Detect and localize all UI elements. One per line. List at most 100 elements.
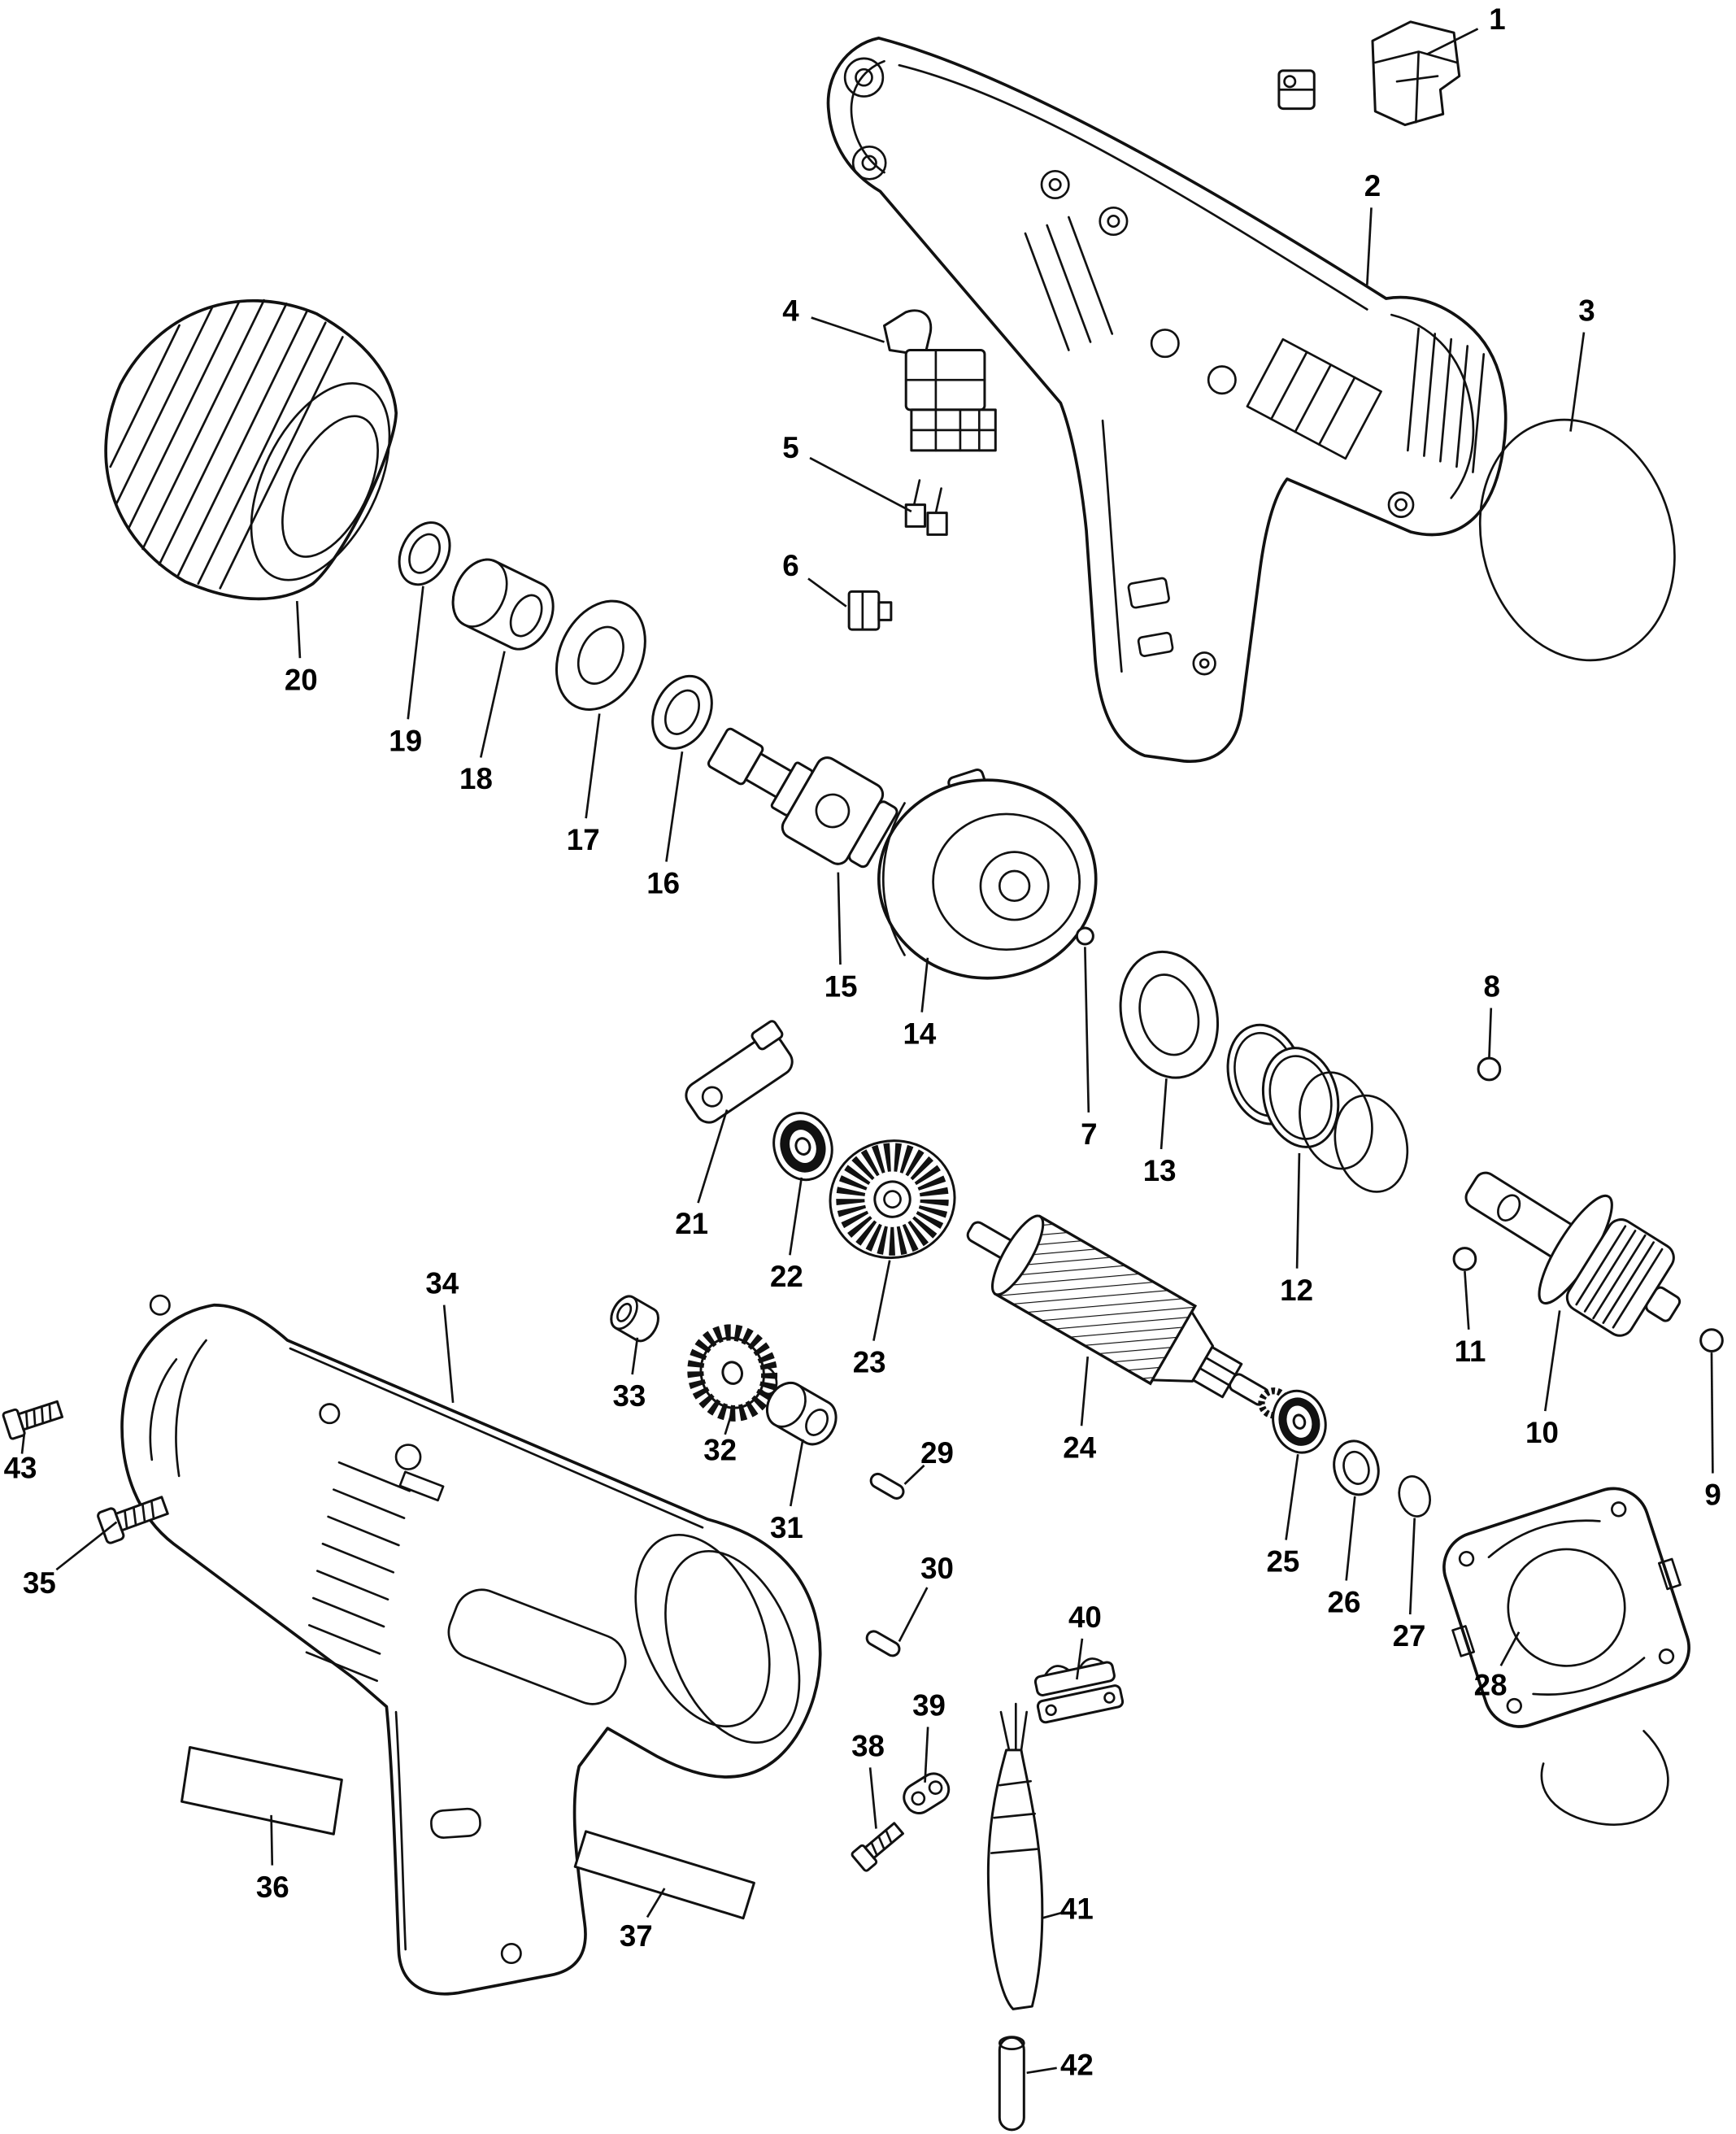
part-42-cord [998, 2036, 1025, 2132]
part-label-7: 7 [1081, 1117, 1097, 1151]
leader-line-13 [1160, 1078, 1168, 1150]
part-17-washer [555, 599, 646, 711]
part-label-1: 1 [1489, 2, 1505, 36]
labels-layer: 1234567891011121314151617181920212223242… [4, 2, 1721, 2081]
leader-line-31 [789, 1439, 804, 1507]
part-1-switch-block [1277, 20, 1461, 127]
leader-line-37 [646, 1888, 666, 1918]
part-23-fan [829, 1139, 956, 1260]
part-label-9: 9 [1704, 1479, 1721, 1512]
leader-line-40 [1076, 1638, 1084, 1680]
leader-line-10 [1543, 1310, 1561, 1412]
leader-line-12 [1295, 1152, 1301, 1269]
part-label-6: 6 [782, 549, 798, 582]
part-14-hammer-case [877, 768, 1098, 980]
part-27-ring [1398, 1475, 1431, 1518]
part-label-36: 36 [256, 1871, 289, 1904]
part-37-label [573, 1830, 755, 1920]
part-3-gasket-ring [1478, 418, 1676, 662]
part-13-washer [1119, 950, 1220, 1079]
leader-line-21 [697, 1109, 729, 1204]
leader-line-38 [868, 1767, 877, 1829]
part-18-spacer [451, 558, 555, 651]
part-label-37: 37 [620, 1919, 653, 1953]
part-label-40: 40 [1068, 1600, 1102, 1634]
part-28-field-stator [1442, 1487, 1690, 1826]
part-label-14: 14 [903, 1017, 936, 1051]
part-26-washer [1333, 1439, 1380, 1496]
leader-line-24 [1080, 1356, 1090, 1426]
leader-line-1 [1426, 28, 1479, 56]
part-39-clamp-plate [903, 1772, 951, 1814]
part-label-16: 16 [646, 866, 680, 899]
leader-line-6 [807, 577, 847, 608]
part-24-armature [966, 1214, 1290, 1419]
part-label-29: 29 [920, 1436, 954, 1470]
part-5-terminal [904, 479, 948, 536]
part-label-32: 32 [703, 1434, 737, 1467]
part-33-bushing [610, 1295, 659, 1343]
part-label-21: 21 [675, 1207, 708, 1240]
part-6-connector [847, 590, 893, 631]
part-31-sleeve [765, 1381, 838, 1446]
part-29-pin [869, 1472, 905, 1500]
part-22-bearing [772, 1111, 833, 1182]
leader-line-43 [20, 1432, 26, 1454]
part-label-13: 13 [1143, 1154, 1177, 1187]
leader-line-19 [407, 586, 424, 720]
leader-line-22 [789, 1177, 803, 1256]
leader-line-23 [872, 1260, 891, 1341]
leader-line-28 [1499, 1631, 1521, 1666]
part-40-cord-clamp [1033, 1657, 1125, 1724]
part-7-ball [1075, 926, 1094, 946]
leader-line-8 [1488, 1008, 1493, 1059]
leader-line-3 [1569, 332, 1586, 432]
part-2-motor-housing [826, 37, 1508, 763]
part-label-23: 23 [853, 1345, 886, 1378]
part-11-ball [1452, 1247, 1477, 1271]
leader-line-26 [1345, 1496, 1356, 1581]
part-label-8: 8 [1484, 969, 1500, 1003]
part-label-4: 4 [782, 294, 799, 328]
part-label-5: 5 [782, 431, 798, 464]
leader-line-27 [1408, 1518, 1416, 1615]
leader-line-2 [1365, 207, 1373, 285]
part-label-43: 43 [4, 1451, 37, 1484]
part-38-screw [851, 1822, 904, 1872]
leader-line-29 [903, 1464, 925, 1485]
part-30-pin [865, 1630, 901, 1657]
leader-line-15 [837, 872, 842, 965]
part-43-screw [2, 1400, 64, 1440]
part-label-19: 19 [389, 724, 422, 757]
part-16-ring [651, 674, 713, 750]
leader-line-32 [724, 1410, 733, 1435]
part-20-nose-cap [104, 298, 398, 601]
part-label-26: 26 [1328, 1586, 1361, 1619]
part-label-39: 39 [912, 1688, 946, 1722]
part-label-15: 15 [824, 969, 858, 1003]
part-label-22: 22 [770, 1260, 803, 1293]
leader-line-18 [479, 651, 506, 758]
leader-line-33 [631, 1337, 639, 1375]
leader-line-25 [1285, 1454, 1299, 1540]
leader-line-39 [924, 1727, 929, 1783]
part-15-anvil [707, 727, 898, 869]
part-label-12: 12 [1280, 1274, 1313, 1307]
leader-line-7 [1084, 947, 1090, 1113]
part-label-28: 28 [1474, 1668, 1508, 1701]
part-9-ball [1699, 1328, 1724, 1352]
leader-line-20 [295, 600, 302, 659]
part-19-ring [398, 521, 451, 586]
part-label-42: 42 [1060, 2048, 1094, 2081]
part-12-o-rings [1226, 1023, 1409, 1193]
leader-line-34 [442, 1304, 455, 1403]
part-label-38: 38 [851, 1729, 885, 1762]
part-label-20: 20 [285, 663, 318, 696]
part-8-ball [1477, 1056, 1502, 1082]
part-4-switch [883, 309, 997, 452]
part-label-41: 41 [1060, 1892, 1094, 1925]
leader-line-35 [55, 1521, 118, 1571]
part-label-34: 34 [425, 1267, 459, 1300]
